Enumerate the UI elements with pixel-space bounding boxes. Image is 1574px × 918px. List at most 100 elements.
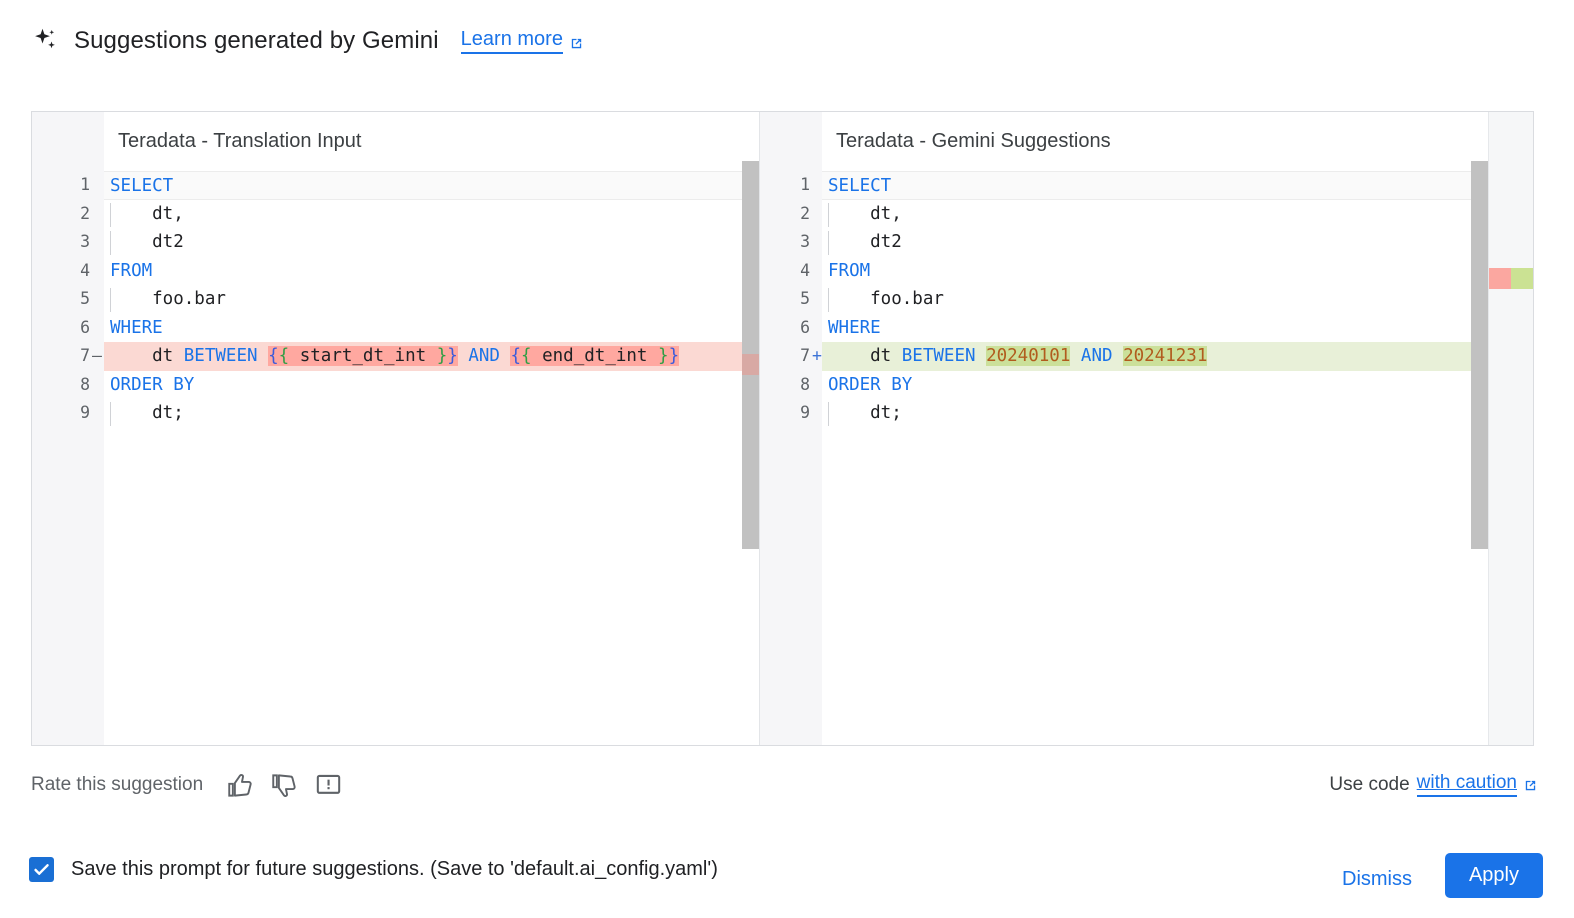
- code-token: dt;: [828, 403, 902, 423]
- code-token: {: [521, 346, 532, 366]
- line-number: 1: [80, 175, 90, 194]
- code-token: [1113, 346, 1124, 366]
- code-line-content: SELECT: [822, 171, 1488, 200]
- code-tokens: dt;: [104, 399, 759, 428]
- indent-guide: [110, 402, 111, 426]
- indent-guide: [110, 288, 111, 312]
- left-pane-title: Teradata - Translation Input: [118, 130, 362, 152]
- code-tokens: WHERE: [104, 314, 759, 343]
- code-line-content: SELECT: [104, 171, 759, 200]
- code-token: [976, 346, 987, 366]
- code-line[interactable]: 1 SELECT: [760, 171, 1488, 200]
- code-token: {: [510, 346, 522, 366]
- code-line[interactable]: 7+ dt BETWEEN 20240101 AND 20241231: [760, 342, 1488, 371]
- code-token: foo.bar: [110, 289, 226, 309]
- use-code-caution: Use code with caution: [1329, 772, 1538, 797]
- code-token: BETWEEN: [901, 346, 976, 366]
- code-token: ORDER BY: [110, 374, 195, 395]
- feedback-report-icon[interactable]: [313, 770, 343, 800]
- with-caution-link[interactable]: with caution: [1416, 772, 1538, 797]
- code-token: [258, 346, 269, 366]
- code-token: FROM: [828, 260, 871, 281]
- line-number: 2: [800, 203, 810, 223]
- rate-suggestion-row: Rate this suggestion: [31, 770, 357, 800]
- code-line-content: foo.bar: [104, 285, 759, 314]
- code-token: SELECT: [828, 176, 892, 196]
- code-line[interactable]: 7– dt BETWEEN {{ start_dt_int }} AND {{ …: [32, 342, 759, 371]
- indent-guide: [828, 402, 829, 426]
- use-code-prefix: Use code: [1329, 773, 1410, 795]
- code-tokens: WHERE: [822, 314, 1488, 343]
- code-token: FROM: [110, 260, 153, 281]
- code-line[interactable]: 3 dt2: [760, 228, 1488, 257]
- code-token: dt2: [110, 232, 184, 252]
- right-pane-title: Teradata - Gemini Suggestions: [836, 130, 1111, 152]
- line-number: 3: [800, 232, 810, 251]
- code-tokens: dt,: [104, 200, 759, 229]
- code-token: 20240101: [986, 346, 1071, 366]
- apply-button[interactable]: Apply: [1444, 853, 1543, 898]
- code-line[interactable]: 9 dt;: [32, 399, 759, 428]
- code-tokens: dt BETWEEN 20240101 AND 20241231: [822, 342, 1488, 371]
- code-line-content: FROM: [822, 257, 1488, 286]
- right-pane-header: Teradata - Gemini Suggestions: [760, 112, 1488, 171]
- code-token: start_dt_int: [289, 346, 437, 366]
- code-line[interactable]: 1 SELECT: [32, 171, 759, 200]
- code-token: [458, 346, 469, 366]
- line-number: 1: [800, 175, 810, 194]
- code-line[interactable]: 9 dt;: [760, 399, 1488, 428]
- line-number: 7: [80, 346, 90, 365]
- code-tokens: foo.bar: [104, 285, 759, 314]
- code-line[interactable]: 3 dt2: [32, 228, 759, 257]
- left-scrollbar-thumb[interactable]: [742, 161, 759, 549]
- code-token: AND: [1080, 346, 1113, 366]
- code-token: }: [436, 346, 448, 366]
- save-prompt-checkbox[interactable]: [29, 857, 54, 882]
- code-tokens: ORDER BY: [822, 371, 1488, 400]
- right-scrollbar-thumb[interactable]: [1471, 161, 1488, 549]
- code-line[interactable]: 2 dt,: [32, 200, 759, 229]
- code-tokens: SELECT: [104, 172, 759, 201]
- thumb-down-icon[interactable]: [269, 770, 299, 800]
- code-line[interactable]: 5 foo.bar: [760, 285, 1488, 314]
- code-token: ORDER BY: [828, 374, 913, 395]
- code-line[interactable]: 2 dt,: [760, 200, 1488, 229]
- external-link-icon: [1523, 777, 1538, 792]
- code-tokens: dt;: [822, 399, 1488, 428]
- code-token: dt: [828, 346, 902, 366]
- learn-more-link[interactable]: Learn more: [460, 28, 584, 54]
- save-prompt-row[interactable]: Save this prompt for future suggestions.…: [29, 857, 718, 882]
- code-line-content: dt BETWEEN {{ start_dt_int }} AND {{ end…: [104, 342, 759, 371]
- code-line-content: dt2: [822, 228, 1488, 257]
- panel-footer: Save this prompt for future suggestions.…: [0, 840, 1574, 918]
- code-token: dt,: [110, 203, 184, 224]
- rate-label: Rate this suggestion: [31, 774, 204, 795]
- code-token: dt2: [828, 232, 902, 252]
- external-link-icon: [569, 34, 584, 49]
- code-token: end_dt_int: [531, 346, 659, 366]
- code-token: {: [268, 346, 279, 366]
- indent-guide: [110, 231, 111, 255]
- thumb-up-icon[interactable]: [225, 770, 255, 800]
- line-number: 3: [80, 232, 90, 251]
- overview-ruler[interactable]: [1488, 112, 1533, 745]
- code-token: foo.bar: [828, 289, 944, 309]
- code-token: }: [447, 346, 458, 366]
- code-tokens: dt2: [822, 228, 1488, 257]
- dismiss-button[interactable]: Dismiss: [1342, 868, 1412, 890]
- right-gutter: [760, 112, 822, 745]
- code-token: WHERE: [110, 317, 163, 338]
- save-prompt-label: Save this prompt for future suggestions.…: [71, 858, 718, 880]
- code-token: }: [668, 346, 680, 366]
- code-line-content: WHERE: [104, 314, 759, 343]
- code-line[interactable]: 5 foo.bar: [32, 285, 759, 314]
